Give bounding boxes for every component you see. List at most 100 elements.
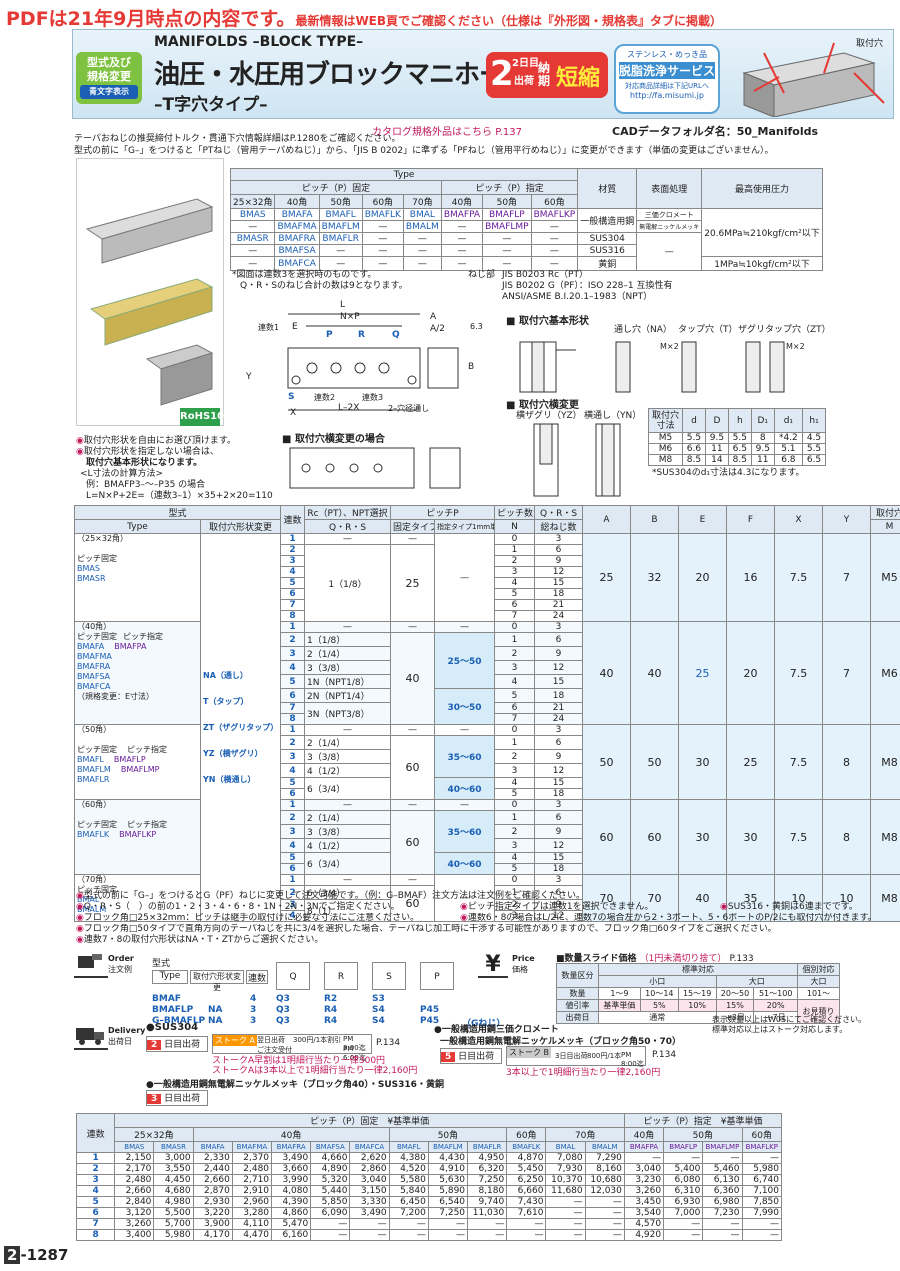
mh-na-text: NA（通し） — [203, 670, 248, 680]
pt-col: BMAFLM — [427, 1141, 469, 1153]
order-h-ren: 連数 — [246, 970, 268, 984]
spec-N: 7 — [494, 610, 536, 622]
sl-h-std: 標準対応 — [597, 963, 799, 976]
spec-A: 60 — [582, 799, 632, 875]
spec-N: 5 — [494, 688, 536, 703]
sl-q1: 10〜14 — [639, 987, 679, 1000]
spec-M: M8 — [870, 874, 900, 922]
intro-line2: 型式の前に「G–」をつけると「PTねじ（管用テーパめねじ）」から、「JIS B … — [74, 146, 774, 156]
sl-h-big2: 大口 — [797, 975, 840, 988]
pt-cell: 7,200 — [388, 1207, 429, 1219]
spec-g4-l1: ピッチ固定 — [77, 820, 117, 829]
spec-g2-l2: ピッチ指定 — [123, 632, 163, 641]
spec-B: 60 — [630, 799, 680, 875]
pt-cell: 5,980 — [741, 1163, 782, 1175]
mh-zt: ZT（ザグリタップ） — [203, 722, 278, 734]
pt-cell: 5,890 — [427, 1185, 469, 1197]
tt-cell: — — [361, 220, 404, 233]
sl-h-q: 数量区分 — [556, 963, 599, 988]
thread-std1: JIS B0203 Rc（PT） — [502, 270, 588, 280]
tt-cell: BMAFRA — [274, 232, 320, 245]
left-note-a4: <L寸法の計算方法> — [80, 469, 164, 479]
port-S: S — [288, 392, 295, 402]
spec-rc-dash: — — [304, 724, 392, 736]
tt-cell: BMALM — [402, 220, 442, 233]
spec-rc: 8（1） — [304, 899, 392, 922]
sl-q3: 20〜50 — [715, 987, 755, 1000]
pt-cell: — — [702, 1152, 743, 1164]
p134-b[interactable]: P.134 — [652, 1050, 677, 1060]
spec-g5-l1: ピッチ固定 — [77, 885, 117, 894]
spec-E: 25 — [678, 621, 728, 725]
tt-note1: *図面は連数3を選択時のものです。 — [232, 270, 377, 280]
mount-basic-text: 取付穴基本形状 — [518, 316, 589, 327]
p134-a[interactable]: P.134 — [376, 1038, 401, 1048]
yoko-cell: 5.5 — [682, 432, 706, 444]
order-h-q: Q — [276, 962, 310, 990]
sus-text: SUS304 — [154, 1022, 199, 1033]
tt-cell: BMAFLR — [318, 232, 363, 245]
order-h-p: P — [420, 962, 454, 990]
order-h-type: Type — [152, 970, 188, 984]
chg-title: ■ 取付穴横変更の場合 — [282, 434, 385, 445]
tt-mat1: 一般構造用鋼 — [577, 208, 638, 233]
spec-ren: 3 — [280, 646, 306, 661]
spec-ren: 1 — [280, 621, 306, 633]
tt-cell: — — [530, 256, 579, 271]
sl-q0: 1〜9 — [597, 987, 641, 1000]
yoko-cell: 6.6 — [682, 443, 706, 455]
catalog-link[interactable]: カタログ規格外品はこちら P.137 — [372, 123, 522, 138]
spec-E: 30 — [678, 799, 728, 875]
sl-r2: 値引率 — [556, 999, 599, 1012]
pt-cell: 6,080 — [663, 1174, 704, 1186]
d5-text: 日目出荷 — [458, 1052, 495, 1062]
spec-ren: 3 — [280, 555, 306, 567]
order-h-mh: 取付穴形状変更 — [190, 970, 244, 992]
spec-ren: 8 — [280, 610, 306, 622]
spec-N: 0 — [494, 799, 536, 811]
pt-col: BMAFLK — [506, 1141, 547, 1153]
spec-ren: 1 — [280, 874, 306, 886]
spec-B: 70 — [630, 874, 680, 922]
svc-url[interactable]: http://fa.misumi.jp — [630, 91, 704, 100]
spec-g2-m6: BMAFCA — [77, 682, 111, 691]
sl-d5: お見積り — [797, 999, 840, 1024]
pt-cell: — — [663, 1218, 704, 1230]
order-h-s: S — [372, 962, 406, 990]
spec-N: 1 — [494, 735, 536, 750]
spec-E: 30 — [678, 724, 728, 800]
yoko-c3: D₁ — [750, 408, 775, 433]
spec-N: 4 — [494, 777, 536, 789]
spec-g1-sz: （25×32角） — [77, 534, 129, 544]
pt-col: BMALM — [584, 1141, 625, 1153]
spec-fix: 60 — [390, 810, 436, 875]
gen-label: ●一般構造用鋼三価クロメート — [434, 1025, 559, 1035]
spec-B: 40 — [630, 621, 680, 725]
tt-c8: 60角 — [530, 194, 579, 209]
pt-g0: 25×32角 — [114, 1127, 194, 1142]
pt-cell: 4,920 — [623, 1229, 665, 1241]
pt-cell: 6,540 — [427, 1196, 469, 1208]
order-cell: P45 — [420, 1005, 440, 1015]
pt-cell: 5,850 — [310, 1196, 351, 1208]
mount-hole-label: 取付穴 — [856, 39, 884, 49]
tt-cell: — — [361, 232, 404, 245]
spec-ren: 6 — [280, 688, 306, 703]
spec-tot: 3 — [534, 621, 584, 633]
spec-N: 5 — [494, 863, 536, 875]
pt-cell: 2,660 — [192, 1174, 233, 1186]
order-cell: R4 — [324, 1005, 338, 1015]
tt-cell: BMAS — [229, 208, 276, 221]
tt-h-surf: 表面処理 — [636, 168, 703, 209]
pt-cell: — — [741, 1218, 782, 1230]
tt-cell: — — [402, 256, 442, 271]
tt-mat5: 黄銅 — [577, 256, 638, 271]
pt-cell: 4,080 — [271, 1185, 312, 1197]
spec-g3-m1: BMAFL — [77, 755, 104, 764]
spec-tot: 15 — [534, 577, 584, 589]
pt-cell: 6,090 — [310, 1207, 351, 1219]
sp-h-ren: 連数 — [280, 505, 306, 534]
